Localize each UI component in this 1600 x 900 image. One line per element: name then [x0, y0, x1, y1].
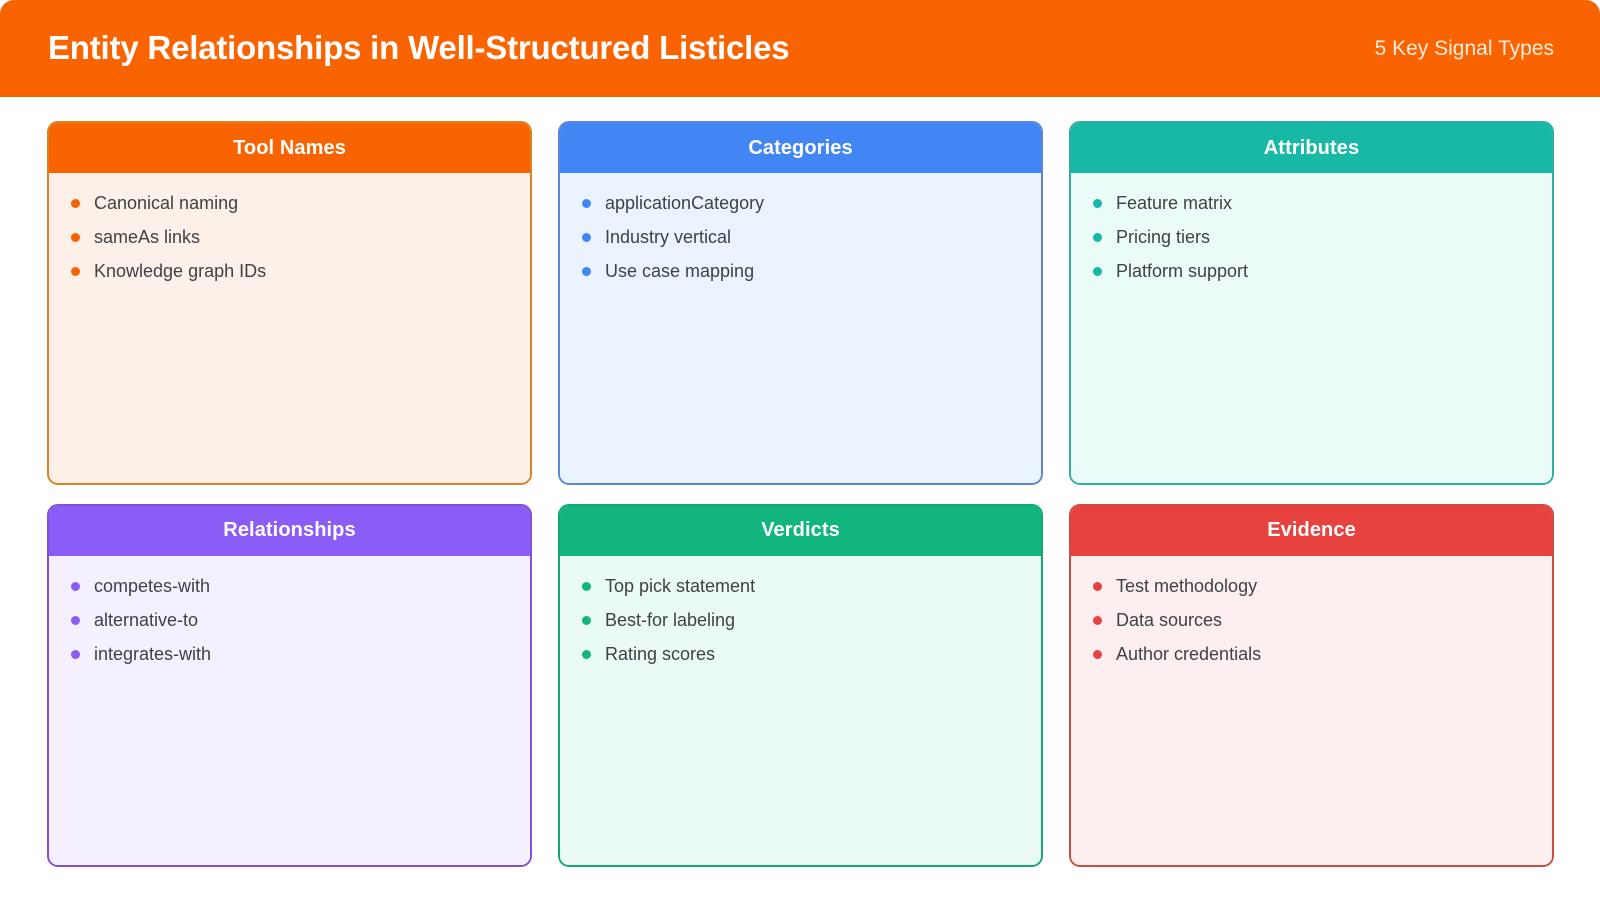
list-item-label: Canonical naming — [94, 193, 239, 213]
list-item: integrates-with — [49, 643, 530, 665]
bullet-dot-icon — [582, 615, 591, 625]
bullet-dot-icon — [1093, 615, 1102, 625]
list-item-label: Test methodology — [1116, 575, 1258, 596]
list-item-label: applicationCategory — [605, 193, 765, 213]
list-item: Top pick statement — [560, 575, 1041, 597]
list-item-label: Knowledge graph IDs — [94, 261, 267, 281]
list-item: Canonical naming — [49, 192, 530, 214]
card-title: Tool Names — [233, 136, 346, 159]
list-item-label: Best-for labeling — [605, 609, 736, 630]
signal-card-relationships[interactable]: Relationships competes-with alternative-to… — [47, 503, 532, 867]
card-title: Attributes — [1263, 136, 1360, 159]
list-item: Best-for labeling — [560, 609, 1041, 631]
list-item: Author credentials — [1071, 643, 1552, 665]
list-item: Data sources — [1071, 609, 1552, 631]
bullet-dot-icon — [582, 199, 591, 208]
list-item: Rating scores — [560, 643, 1041, 665]
list-item: Test methodology — [1071, 575, 1552, 597]
list-item: competes-with — [49, 575, 530, 597]
list-item: Knowledge graph IDs — [49, 260, 530, 282]
list-item: Use case mapping — [560, 260, 1041, 282]
list-item-label: competes-with — [94, 575, 211, 596]
list-item: Industry vertical — [560, 226, 1041, 248]
bullet-dot-icon — [71, 199, 80, 208]
bullet-dot-icon — [71, 615, 80, 625]
card-header-attributes: Attributes — [1071, 123, 1552, 173]
bullet-dot-icon — [71, 649, 80, 659]
list-item-label: Use case mapping — [605, 261, 755, 281]
card-header-categories: Categories — [560, 123, 1041, 173]
list-item: alternative-to — [49, 609, 530, 631]
list-item: sameAs links — [49, 226, 530, 248]
bullet-dot-icon — [582, 267, 591, 276]
page-header-bar: Entity Relationships in Well-Structured … — [0, 0, 1600, 97]
list-item-label: Data sources — [1116, 609, 1223, 630]
list-item: Platform support — [1071, 260, 1552, 282]
bullet-dot-icon — [1093, 649, 1102, 659]
bullet-dot-icon — [71, 267, 80, 276]
bullet-dot-icon — [1093, 199, 1102, 208]
bullet-dot-icon — [71, 233, 80, 242]
list-item: applicationCategory — [560, 192, 1041, 214]
list-item-label: Rating scores — [605, 643, 716, 664]
list-item: Feature matrix — [1071, 192, 1552, 214]
list-item: Pricing tiers — [1071, 226, 1552, 248]
card-header-evidence: Evidence — [1071, 505, 1552, 556]
list-item-label: Top pick statement — [605, 575, 756, 596]
card-body-relationships: competes-with alternative-to integrates-wi… — [49, 555, 530, 865]
card-title: Categories — [748, 136, 853, 159]
list-item-label: Platform support — [1116, 261, 1249, 281]
card-title: Relationships — [223, 519, 356, 541]
card-bullet-list: competes-with alternative-to integrates-wi… — [49, 575, 530, 665]
list-item-label: alternative-to — [94, 609, 199, 630]
card-header-relationships: Relationships — [49, 505, 530, 556]
list-item-label: Pricing tiers — [1116, 227, 1211, 247]
bullet-dot-icon — [1093, 233, 1102, 242]
page-title: Entity Relationships in Well-Structured … — [48, 29, 790, 67]
list-item-label: Industry vertical — [605, 227, 732, 247]
card-title: Evidence — [1267, 519, 1356, 541]
bullet-dot-icon — [582, 233, 591, 242]
card-title: Verdicts — [761, 519, 840, 541]
list-item-label: integrates-with — [94, 643, 212, 664]
bullet-dot-icon — [582, 581, 591, 591]
list-item-label: Feature matrix — [1116, 193, 1233, 213]
bullet-dot-icon — [1093, 581, 1102, 591]
card-header-tool-names: Tool Names — [49, 123, 530, 173]
bullet-dot-icon — [71, 581, 80, 591]
bullet-dot-icon — [582, 649, 591, 659]
page-subtitle: 5 Key Signal Types — [1374, 36, 1554, 60]
list-item-label: Author credentials — [1116, 643, 1262, 664]
bullet-dot-icon — [1093, 267, 1102, 276]
card-header-verdicts: Verdicts — [560, 505, 1041, 556]
list-item-label: sameAs links — [94, 227, 201, 247]
